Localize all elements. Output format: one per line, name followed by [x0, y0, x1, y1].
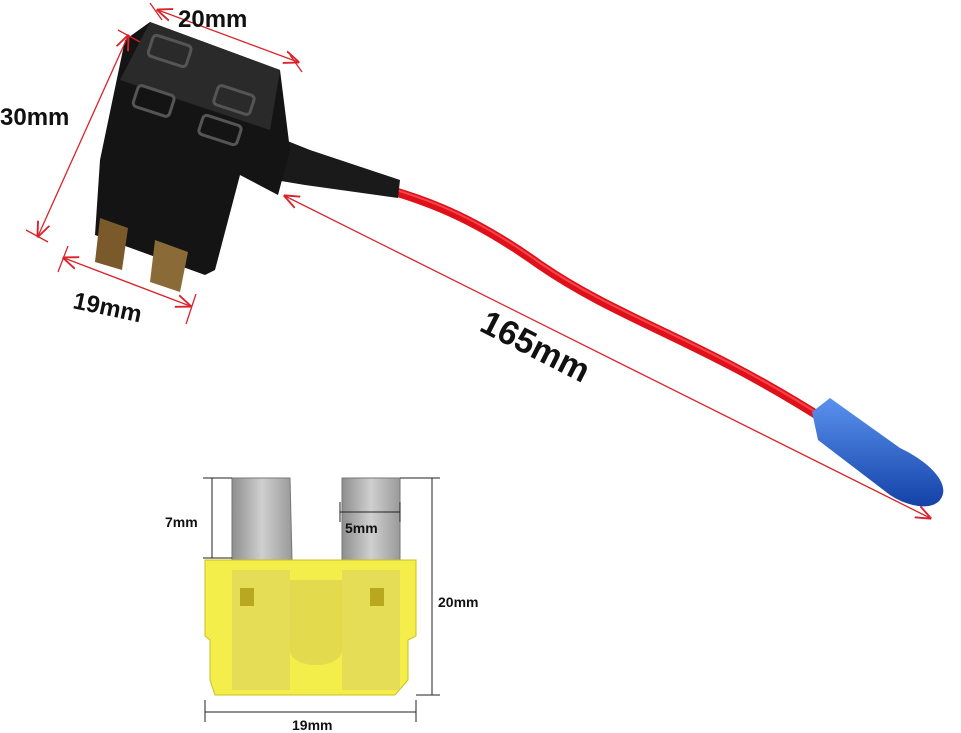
fuse-blade-width-label: 5mm	[345, 520, 378, 536]
fuse-dimension-lines	[203, 477, 440, 722]
fuse-height-label: 20mm	[438, 594, 478, 610]
heat-shrink	[275, 140, 400, 198]
holder-blade-span-label: 19mm	[71, 287, 144, 328]
fuse-width-label: 19mm	[292, 717, 332, 733]
fuse-blade-right	[341, 477, 401, 561]
blade-fuse	[204, 477, 417, 696]
holder-width-label: 20mm	[178, 6, 247, 33]
fuse-blade-left	[231, 477, 293, 561]
wire-length-label: 165mm	[474, 303, 596, 390]
holder-height-label: 30mm	[0, 104, 69, 131]
fuse-tap-holder	[95, 22, 290, 292]
blue-connector	[812, 398, 944, 507]
fuse-blade-length-label: 7mm	[165, 514, 198, 530]
holder-dimension-lines	[25, 2, 930, 518]
